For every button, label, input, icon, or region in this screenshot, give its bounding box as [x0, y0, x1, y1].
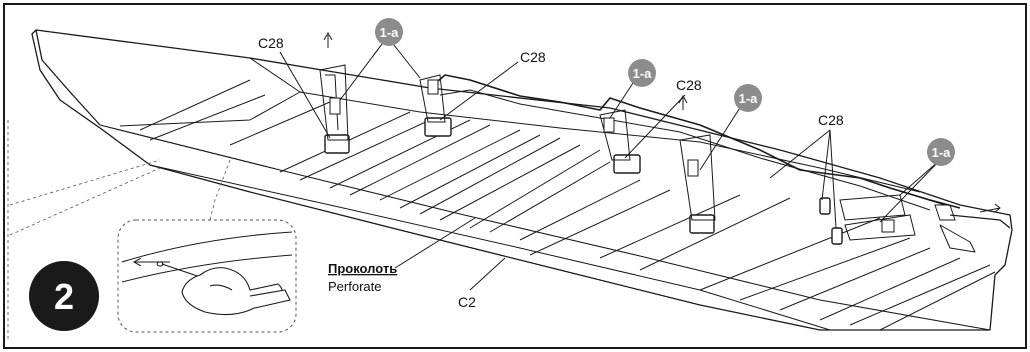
step-number-badge: 2: [29, 261, 99, 331]
part-label-c28: C28: [520, 49, 546, 65]
direction-arrows: [323, 31, 1001, 213]
servo-parts: [324, 117, 843, 245]
part-outline: [31, 29, 1013, 331]
hand-icon: [161, 263, 291, 316]
badge-1a: 1-a: [734, 84, 762, 112]
svg-text:1-a: 1-a: [739, 91, 759, 106]
svg-text:1-a: 1-a: [633, 66, 653, 81]
servo-part-c28: [324, 134, 350, 154]
badge-1a: 1-a: [927, 138, 955, 166]
leader-lines: [279, 39, 941, 291]
servo-mechanisms: [319, 64, 956, 241]
badge-1a: 1-a: [628, 59, 656, 87]
servo-part-c28: [689, 214, 715, 234]
perforate-label-ru: Проколоть: [328, 261, 397, 276]
right-arrow-icon: [979, 203, 1001, 213]
servo-part-c28: [831, 227, 843, 245]
part-label-c2: C2: [458, 294, 476, 310]
rib-lines: [139, 79, 996, 331]
svg-text:1-a: 1-a: [932, 145, 952, 160]
servo-part-c28: [613, 154, 641, 174]
up-arrow-icon: [323, 31, 333, 48]
servo-part-c28: [424, 117, 452, 137]
detail-callout-lines: [7, 120, 231, 340]
part-label-c28: C28: [818, 112, 844, 128]
up-arrow-icon: [678, 94, 688, 110]
svg-text:1-a: 1-a: [380, 25, 400, 40]
part-label-c28: C28: [258, 35, 284, 51]
svg-text:2: 2: [54, 276, 74, 317]
part-label-c28: C28: [676, 77, 702, 93]
perforate-label-en: Perforate: [328, 279, 381, 294]
badge-1a: 1-a: [375, 18, 403, 46]
servo-part-c28: [819, 197, 831, 215]
perforate-detail-inset: [117, 219, 297, 333]
